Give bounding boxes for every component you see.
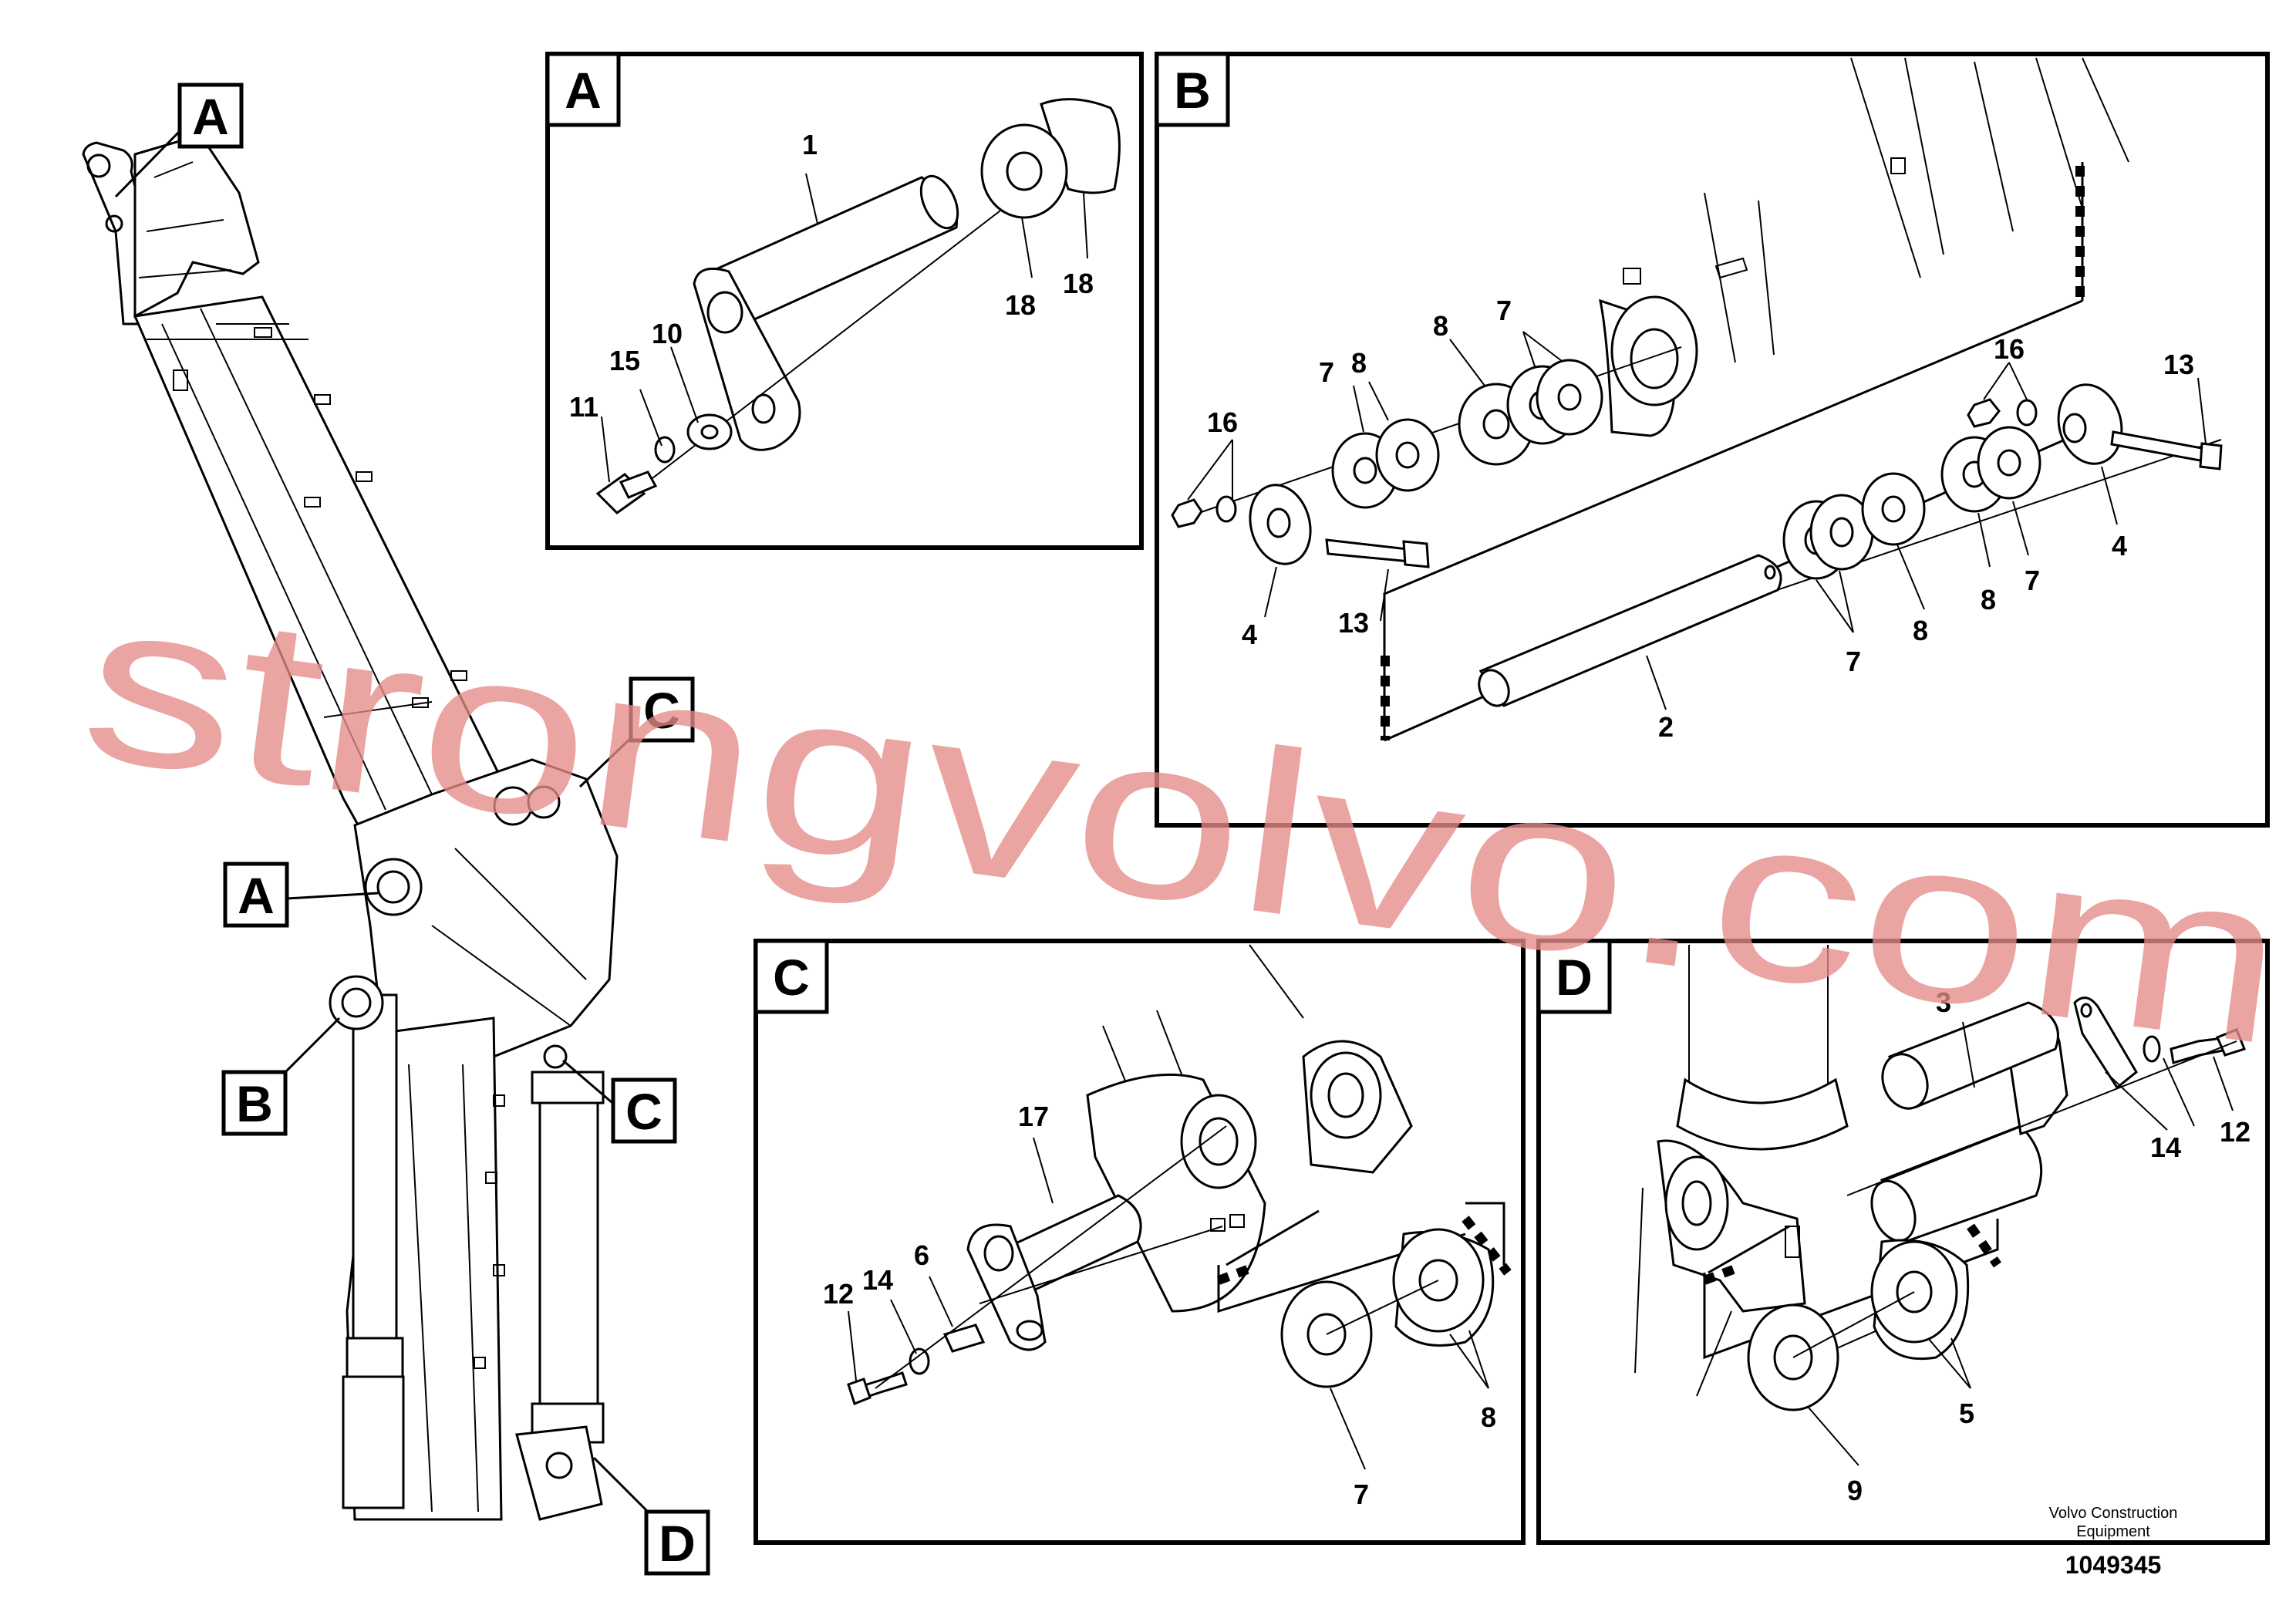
svg-text:18: 18: [1005, 289, 1036, 321]
svg-text:16: 16: [1207, 406, 1238, 438]
svg-text:C: C: [625, 1083, 663, 1140]
svg-text:3: 3: [1936, 986, 1951, 1018]
overview-label-b: B: [221, 1017, 341, 1136]
svg-text:7: 7: [1846, 646, 1861, 677]
detail-panel-a: A 1 11 15 10 18 18: [545, 52, 1144, 550]
svg-text:7: 7: [2025, 565, 2040, 596]
document-footer: Volvo Construction Equipment 1049345: [2049, 1505, 2178, 1579]
overview-label-a-top: A: [114, 83, 244, 198]
svg-text:14: 14: [2150, 1131, 2181, 1163]
svg-text:12: 12: [2220, 1116, 2250, 1148]
svg-text:D: D: [659, 1515, 696, 1572]
svg-text:A: A: [192, 88, 229, 145]
document-number: 1049345: [2065, 1551, 2162, 1579]
svg-text:6: 6: [914, 1239, 929, 1271]
svg-text:13: 13: [2163, 349, 2194, 380]
svg-text:14: 14: [862, 1264, 893, 1296]
svg-text:8: 8: [1913, 615, 1928, 646]
company-name-line1: Volvo Construction: [2049, 1505, 2178, 1522]
svg-text:C: C: [643, 682, 680, 739]
svg-text:16: 16: [1994, 333, 2025, 365]
svg-text:17: 17: [1018, 1101, 1049, 1132]
overview-label-d: D: [592, 1456, 710, 1576]
svg-text:5: 5: [1959, 1398, 1974, 1429]
company-name-line2: Equipment: [2076, 1523, 2150, 1540]
svg-text:11: 11: [569, 391, 598, 423]
svg-text:1: 1: [802, 129, 818, 160]
svg-text:8: 8: [1433, 310, 1448, 342]
svg-text:A: A: [238, 867, 275, 924]
panel-a-title: A: [565, 62, 602, 119]
overview-label-a-lower: A: [223, 862, 379, 928]
svg-text:10: 10: [652, 318, 683, 349]
detail-panel-d: D: [1536, 939, 2270, 1545]
svg-text:4: 4: [2112, 530, 2127, 561]
svg-text:9: 9: [1847, 1475, 1863, 1506]
svg-text:7: 7: [1354, 1479, 1369, 1510]
svg-text:15: 15: [609, 345, 640, 376]
arm-overview: [82, 133, 619, 1521]
svg-text:12: 12: [823, 1278, 854, 1310]
detail-panel-c: C: [754, 939, 1526, 1545]
svg-text:7: 7: [1319, 356, 1334, 388]
svg-text:8: 8: [1981, 584, 1996, 615]
panel-d-title: D: [1556, 949, 1593, 1006]
panel-c-title: C: [773, 949, 810, 1006]
svg-text:4: 4: [1242, 619, 1257, 650]
panel-b-title: B: [1174, 62, 1211, 119]
overview-label-c-upper: C: [578, 676, 695, 788]
svg-text:B: B: [236, 1075, 273, 1132]
svg-text:2: 2: [1658, 711, 1674, 743]
svg-text:13: 13: [1338, 607, 1369, 639]
svg-text:8: 8: [1481, 1401, 1496, 1433]
detail-panel-b: B: [1155, 52, 2270, 828]
svg-text:7: 7: [1496, 295, 1512, 326]
svg-text:8: 8: [1351, 347, 1367, 379]
svg-text:18: 18: [1063, 268, 1094, 299]
overview-label-c-lower: C: [562, 1059, 677, 1144]
